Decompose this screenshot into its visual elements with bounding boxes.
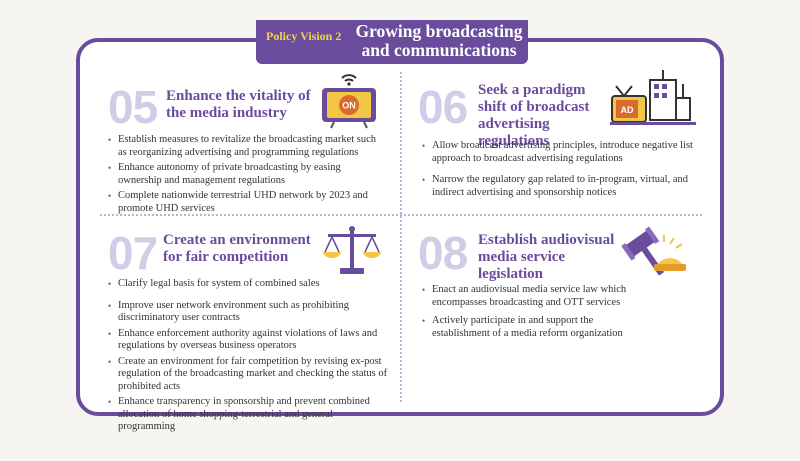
scales-icon [323,226,381,274]
horizontal-divider [100,214,702,216]
policy-vision-tag: Policy Vision 2 [266,29,342,43]
list-item: Allow broadcast advertising principles, … [420,140,700,165]
list-item: Enact an audiovisual media service law w… [420,284,650,309]
header-banner: Policy Vision 2 Growing broadcasting and… [256,20,528,64]
section-number: 06 [418,81,468,133]
list-item: Enhance autonomy of private broadcasting… [106,162,382,187]
section-title: Seek a paradigm shift of broadcast adver… [478,82,590,149]
list-item: Enhance enforcement authority against vi… [106,328,388,353]
list-item: Complete nationwide terrestrial UHD netw… [106,190,382,215]
list-item: Narrow the regulatory gap related to in-… [420,174,700,199]
list-item: Create an environment for fair competiti… [106,356,388,394]
tv-on-label: ON [342,101,356,111]
ad-label: AD [621,105,634,115]
section-title: Create an environment for fair competiti… [163,232,311,265]
ad-tv-building-icon: AD [610,70,696,125]
list-item: Establish measures to revitalize the bro… [106,134,382,159]
vertical-divider [400,72,402,402]
section-title: Enhance the vitality of the media indust… [166,88,311,121]
section-number: 07 [108,227,158,279]
section-list: Establish measures to revitalize the bro… [106,134,382,218]
section-list: Clarify legal basis for system of combin… [106,278,388,437]
section-number: 05 [108,81,158,133]
list-item: Clarify legal basis for system of combin… [106,278,388,291]
page-title: Growing broadcasting and communications [355,21,523,60]
section-number: 08 [418,227,468,279]
section-list: Allow broadcast advertising principles, … [420,140,700,202]
section-title: Establish audiovisual media service legi… [478,232,615,282]
gavel-icon [621,226,686,276]
list-item: Actively participate in and support the … [420,315,650,340]
tv-on-icon: ON [322,74,376,129]
section-list: Enact an audiovisual media service law w… [420,284,650,343]
list-item: Improve user network environment such as… [106,300,388,325]
list-item: Enhance transparency in sponsorship and … [106,396,388,434]
